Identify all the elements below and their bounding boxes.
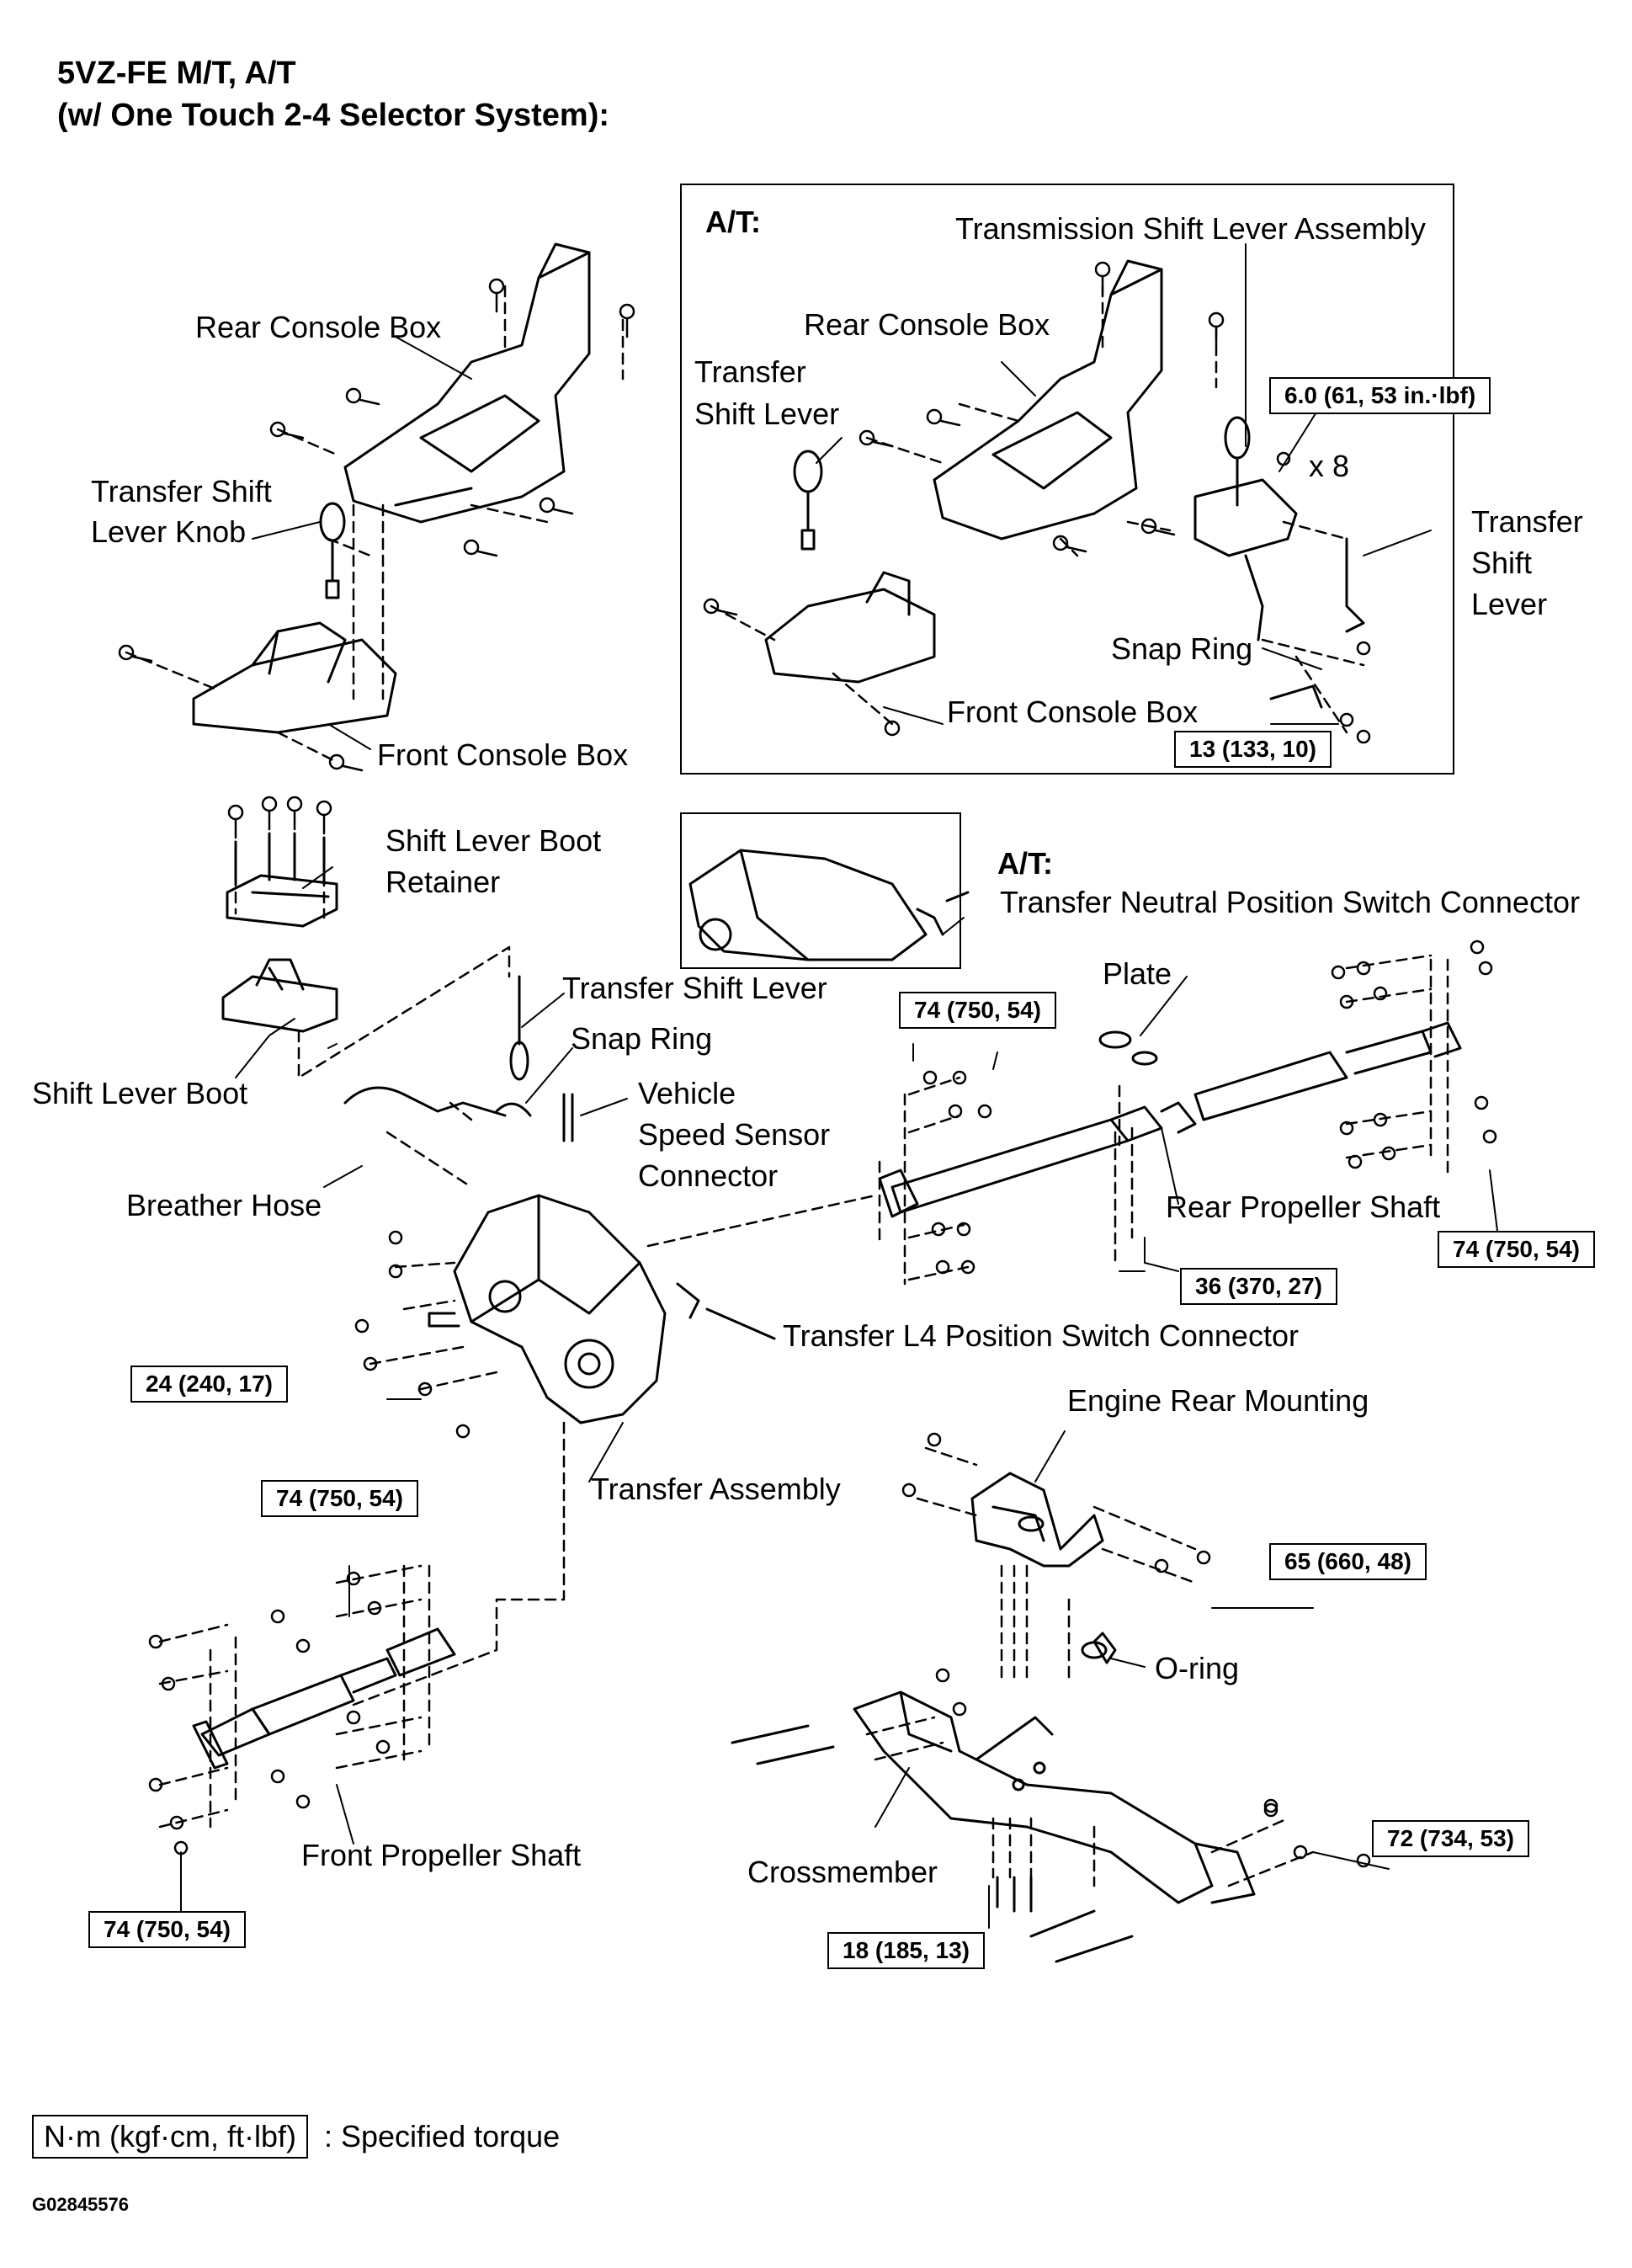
at-transfer-shift-lever-right-line2: Shift	[1471, 546, 1533, 580]
torque-crossmember-bottom: 18 (185, 13)	[827, 1932, 985, 1969]
transfer-neutral-switch-drawing	[688, 849, 970, 961]
vehicle-speed-sensor-connector-label-line1: Vehicle	[638, 1076, 736, 1110]
rear-console-box-drawing	[343, 242, 591, 524]
at-transmission-shift-lever-assembly-drawing	[1193, 416, 1298, 642]
vehicle-speed-sensor-connector-label-line3: Connector	[638, 1158, 779, 1193]
torque-engine-mount: 65 (660, 48)	[1269, 1543, 1427, 1580]
figure-id: G02845576	[32, 2194, 129, 2215]
transfer-shift-lever-knob-label-line1: Transfer Shift	[91, 474, 272, 508]
rear-propeller-shaft-label: Rear Propeller Shaft	[1166, 1190, 1441, 1224]
shift-lever-boot-retainer-label-line2: Retainer	[385, 865, 501, 899]
torque-center-bearing: 36 (370, 27)	[1180, 1268, 1337, 1305]
torque-front-shaft-bottom: 74 (750, 54)	[88, 1911, 246, 1948]
snap-ring-label: Snap Ring	[571, 1021, 713, 1056]
plate-label: Plate	[1103, 956, 1172, 991]
at-front-console-box-drawing	[764, 571, 936, 684]
engine-rear-mounting-drawing	[970, 1472, 1117, 1664]
at-transfer-shift-lever-right-line1: Transfer	[1471, 504, 1583, 539]
shift-lever-boot-label: Shift Lever Boot	[32, 1076, 248, 1110]
at-transfer-shift-lever-right-line3: Lever	[1471, 587, 1548, 621]
at-transfer-shift-lever-knob-drawing	[793, 450, 823, 551]
vehicle-speed-sensor-connector-label-line2: Speed Sensor	[638, 1117, 831, 1152]
transfer-l4-position-switch-connector-label: Transfer L4 Position Switch Connector	[783, 1318, 1299, 1353]
rear-console-box-label: Rear Console Box	[195, 310, 442, 344]
torque-front-shaft-top: 74 (750, 54)	[261, 1480, 418, 1517]
engine-rear-mounting-label: Engine Rear Mounting	[1067, 1383, 1369, 1418]
at-transfer-shift-lever-label-line2: Shift Lever	[694, 397, 840, 431]
transfer-assembly-label: Transfer Assembly	[591, 1472, 841, 1506]
o-ring-label: O-ring	[1155, 1651, 1240, 1685]
at-front-console-box-label: Front Console Box	[947, 695, 1199, 729]
at-rear-console-box-label: Rear Console Box	[804, 307, 1050, 342]
shift-lever-boot-retainer-label-line1: Shift Lever Boot	[385, 823, 602, 858]
transfer-shift-lever-knob-label-line2: Lever Knob	[91, 514, 247, 549]
rear-propeller-shaft-drawing	[878, 1021, 1462, 1218]
shift-lever-boot-drawing	[221, 958, 338, 1033]
diagram-title-line2: (w/ One Touch 2-4 Selector System):	[57, 98, 610, 133]
torque-crossmember-side: 72 (734, 53)	[1372, 1820, 1529, 1857]
crossmember-label: Crossmember	[747, 1855, 938, 1889]
shift-lever-boot-retainer-drawing	[226, 832, 338, 928]
transfer-neutral-position-switch-connector-label: Transfer Neutral Position Switch Connect…	[1000, 885, 1580, 919]
breather-hose-label: Breather Hose	[126, 1188, 322, 1222]
torque-transfer-mount: 24 (240, 17)	[130, 1366, 288, 1403]
transfer-shift-lever-label: Transfer Shift Lever	[562, 971, 827, 1005]
torque-rear-shaft-rear: 74 (750, 54)	[1438, 1231, 1595, 1268]
torque-at-lever-assembly: 6.0 (61, 53 in.·lbf)	[1269, 377, 1491, 414]
front-console-box-drawing	[192, 621, 397, 734]
at-rear-console-box-drawing	[933, 259, 1163, 540]
diagram-title-line1: 5VZ-FE M/T, A/T	[57, 56, 296, 91]
transfer-assembly-drawing	[428, 1194, 667, 1424]
front-console-box-label: Front Console Box	[377, 737, 629, 772]
front-propeller-shaft-label: Front Propeller Shaft	[301, 1838, 582, 1872]
torque-legend-units: N·m (kgf·cm, ft·lbf)	[32, 2115, 308, 2159]
crossmember-drawing	[853, 1690, 1256, 1904]
torque-at-snap-ring-bolt: 13 (133, 10)	[1174, 731, 1332, 768]
at-shift-lever-panel	[680, 184, 1454, 775]
at-x8-label: x 8	[1309, 449, 1350, 483]
at-panel-label: A/T:	[705, 205, 761, 239]
at-snap-ring-label: Snap Ring	[1111, 631, 1253, 666]
at-transmission-shift-lever-assembly-label: Transmission Shift Lever Assembly	[955, 211, 1426, 246]
at-transfer-shift-lever-label-line1: Transfer	[694, 354, 806, 389]
front-propeller-shaft-drawing	[192, 1627, 456, 1770]
at-neutral-switch-panel-label: A/T:	[997, 846, 1053, 881]
at-neutral-switch-panel	[680, 812, 961, 969]
torque-legend-meaning: : Specified torque	[324, 2119, 561, 2154]
torque-rear-shaft-front: 74 (750, 54)	[899, 992, 1056, 1029]
transfer-shift-lever-knob-drawing	[319, 502, 346, 599]
